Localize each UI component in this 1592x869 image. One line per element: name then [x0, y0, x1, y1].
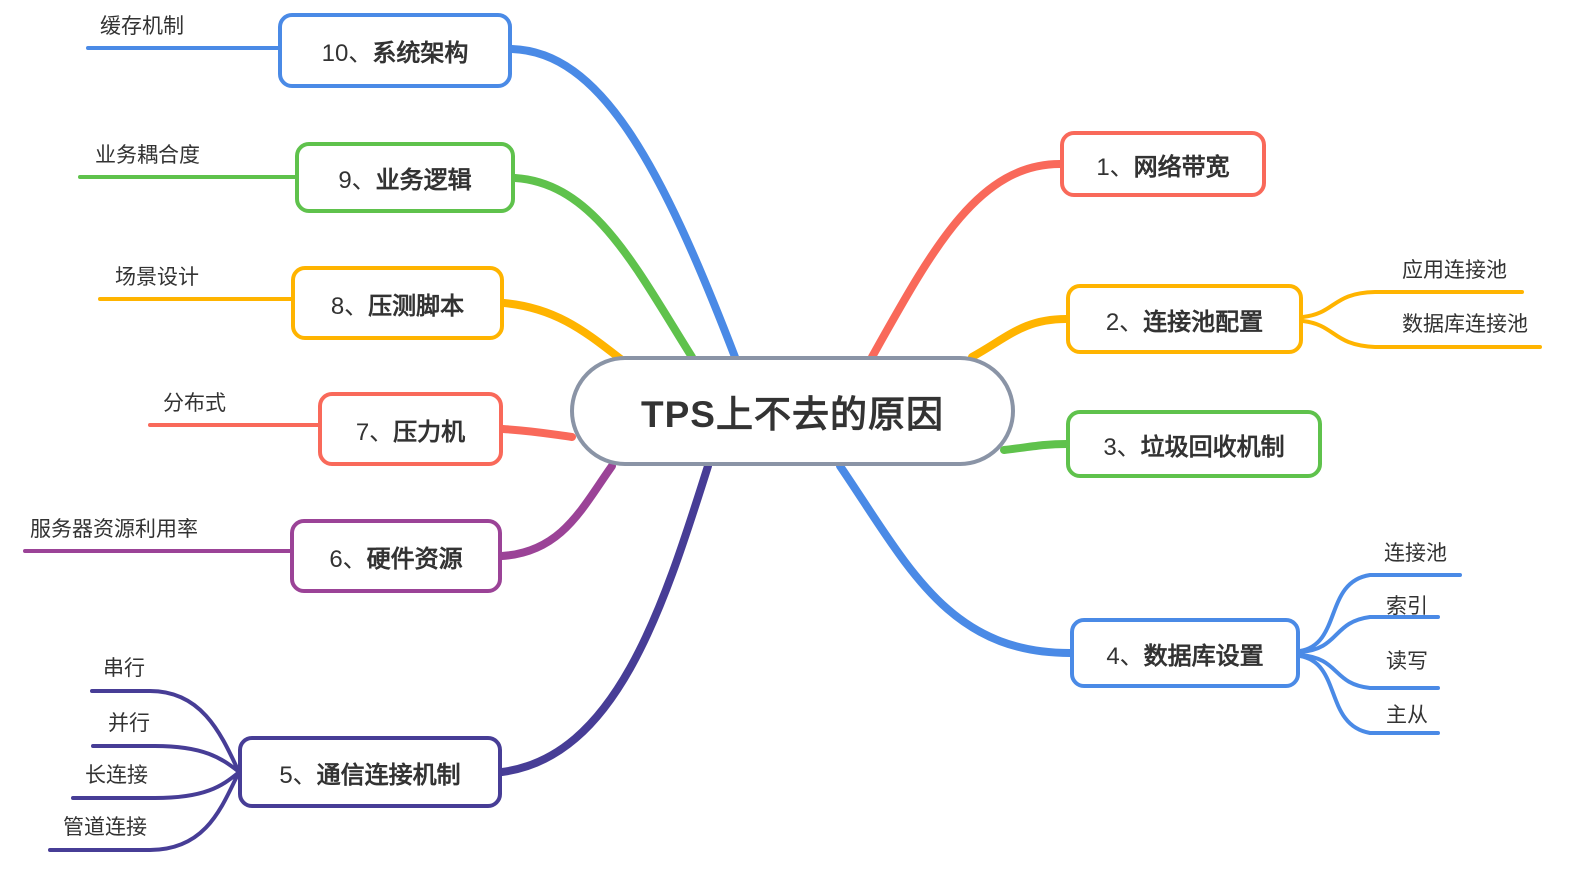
edge-branch-2-child-1: [1301, 290, 1524, 319]
branch-9-label: 业务逻辑: [375, 167, 472, 194]
edge-central-to-branch-7: [499, 425, 576, 441]
branch-2-number: 2、: [1105, 308, 1144, 336]
branch-node-6[interactable]: 6、硬件资源: [290, 519, 502, 593]
edge-branch-5-child-3: [71, 771, 240, 800]
branch-5-label: 通信连接机制: [316, 761, 461, 789]
edge-branch-5-child-2: [91, 744, 240, 773]
edge-branch-4-child-1: [1298, 573, 1462, 653]
branch-9-number: 9、: [338, 167, 376, 194]
child-topic-4-2[interactable]: 索引: [1386, 595, 1428, 618]
branch-8-number: 8、: [330, 292, 369, 320]
edge-central-to-branch-6: [498, 462, 616, 560]
branch-8-label: 压测脚本: [368, 292, 465, 320]
child-topic-6-1[interactable]: 服务器资源利用率: [30, 518, 198, 541]
edge-branch-5-child-1: [90, 689, 240, 772]
central-topic-label: TPS上不去的原因: [641, 394, 944, 435]
child-topic-9-1[interactable]: 业务耦合度: [95, 144, 200, 167]
child-topic-5-2[interactable]: 并行: [108, 712, 150, 735]
edge-branch-4-child-3: [1298, 653, 1440, 690]
child-topic-7-1[interactable]: 分布式: [163, 392, 226, 415]
branch-4-label: 数据库设置: [1143, 642, 1264, 670]
child-topic-5-1[interactable]: 串行: [103, 657, 145, 680]
edge-central-to-branch-5: [498, 462, 712, 776]
child-topic-10-1[interactable]: 缓存机制: [100, 15, 184, 38]
child-topic-5-3[interactable]: 长连接: [85, 764, 148, 787]
branch-node-3[interactable]: 3、垃圾回收机制: [1066, 410, 1322, 478]
edge-central-to-branch-4: [836, 462, 1074, 657]
child-topic-4-1[interactable]: 连接池: [1384, 542, 1447, 565]
branch-node-1[interactable]: 1、网络带宽: [1060, 131, 1266, 197]
edge-branch-5-child-4: [48, 772, 240, 852]
edge-branch-4-child-2: [1298, 615, 1440, 654]
branch-6-number: 6、: [329, 545, 367, 573]
branch-5-number: 5、: [279, 761, 317, 789]
branch-1-number: 1、: [1096, 153, 1134, 181]
edge-central-to-branch-3: [1000, 440, 1070, 454]
branch-3-number: 3、: [1103, 433, 1141, 461]
branch-3-label: 垃圾回收机制: [1140, 433, 1285, 461]
child-topic-8-1[interactable]: 场景设计: [115, 266, 199, 289]
branch-node-7[interactable]: 7、压力机: [318, 392, 503, 466]
edge-central-to-branch-2: [968, 315, 1070, 361]
edge-branch-2-child-2: [1301, 319, 1542, 349]
edge-central-to-branch-10: [508, 45, 739, 361]
branch-7-label: 压力机: [393, 418, 466, 446]
branch-node-8[interactable]: 8、压测脚本: [291, 266, 504, 340]
central-topic[interactable]: TPS上不去的原因: [570, 356, 1015, 466]
branch-node-10[interactable]: 10、系统架构: [278, 13, 512, 88]
branch-node-2[interactable]: 2、连接池配置: [1066, 284, 1303, 354]
branch-4-number: 4、: [1106, 642, 1144, 670]
edge-central-to-branch-9: [511, 174, 696, 361]
branch-10-label: 系统架构: [372, 40, 469, 67]
branch-node-5[interactable]: 5、通信连接机制: [238, 736, 502, 808]
child-topic-2-1[interactable]: 应用连接池: [1402, 259, 1507, 282]
child-topic-5-4[interactable]: 管道连接: [63, 816, 147, 839]
branch-1-label: 网络带宽: [1133, 153, 1230, 181]
branch-node-9[interactable]: 9、业务逻辑: [295, 142, 515, 213]
branch-2-label: 连接池配置: [1143, 308, 1264, 336]
edge-central-to-branch-1: [868, 160, 1064, 361]
child-topic-4-3[interactable]: 读写: [1386, 650, 1428, 673]
branch-6-label: 硬件资源: [366, 545, 463, 573]
edge-branch-4-child-4: [1298, 654, 1440, 735]
child-topic-2-2[interactable]: 数据库连接池: [1402, 313, 1528, 336]
branch-10-number: 10、: [321, 40, 373, 67]
child-topic-4-4[interactable]: 主从: [1386, 704, 1428, 727]
edge-central-to-branch-8: [500, 299, 626, 364]
branch-node-4[interactable]: 4、数据库设置: [1070, 618, 1300, 688]
branch-7-number: 7、: [355, 418, 394, 446]
